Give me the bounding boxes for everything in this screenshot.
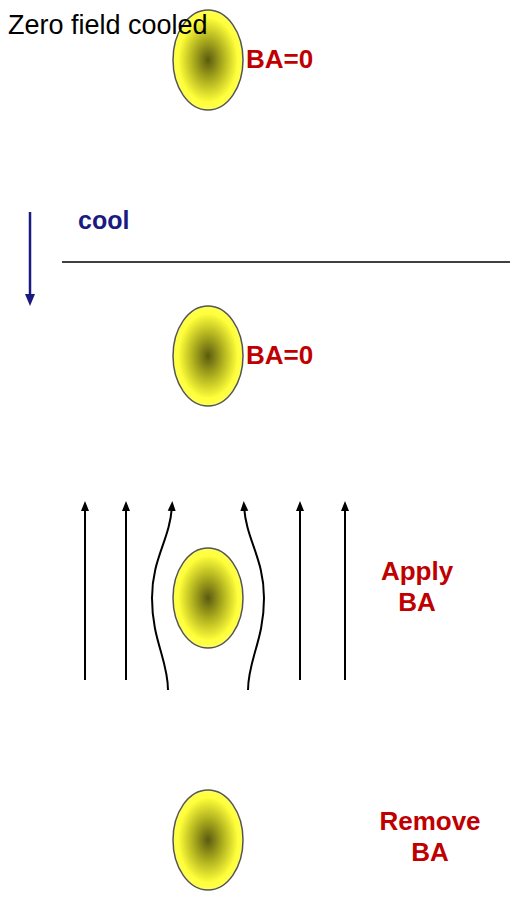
step-label: Remove BA xyxy=(360,806,500,868)
field-label: BA=0 xyxy=(246,44,313,75)
divider-line xyxy=(62,261,510,263)
step-label: cool xyxy=(78,206,129,235)
sample-ellipse xyxy=(173,790,243,890)
field-lines xyxy=(85,506,345,690)
step-label: Apply BA xyxy=(362,556,472,618)
diagram-title: Zero field cooled xyxy=(8,10,208,41)
field-label: BA=0 xyxy=(246,340,313,371)
sample-ellipse xyxy=(173,306,243,406)
sample-ellipse xyxy=(173,548,243,648)
cool-arrow xyxy=(29,212,32,300)
